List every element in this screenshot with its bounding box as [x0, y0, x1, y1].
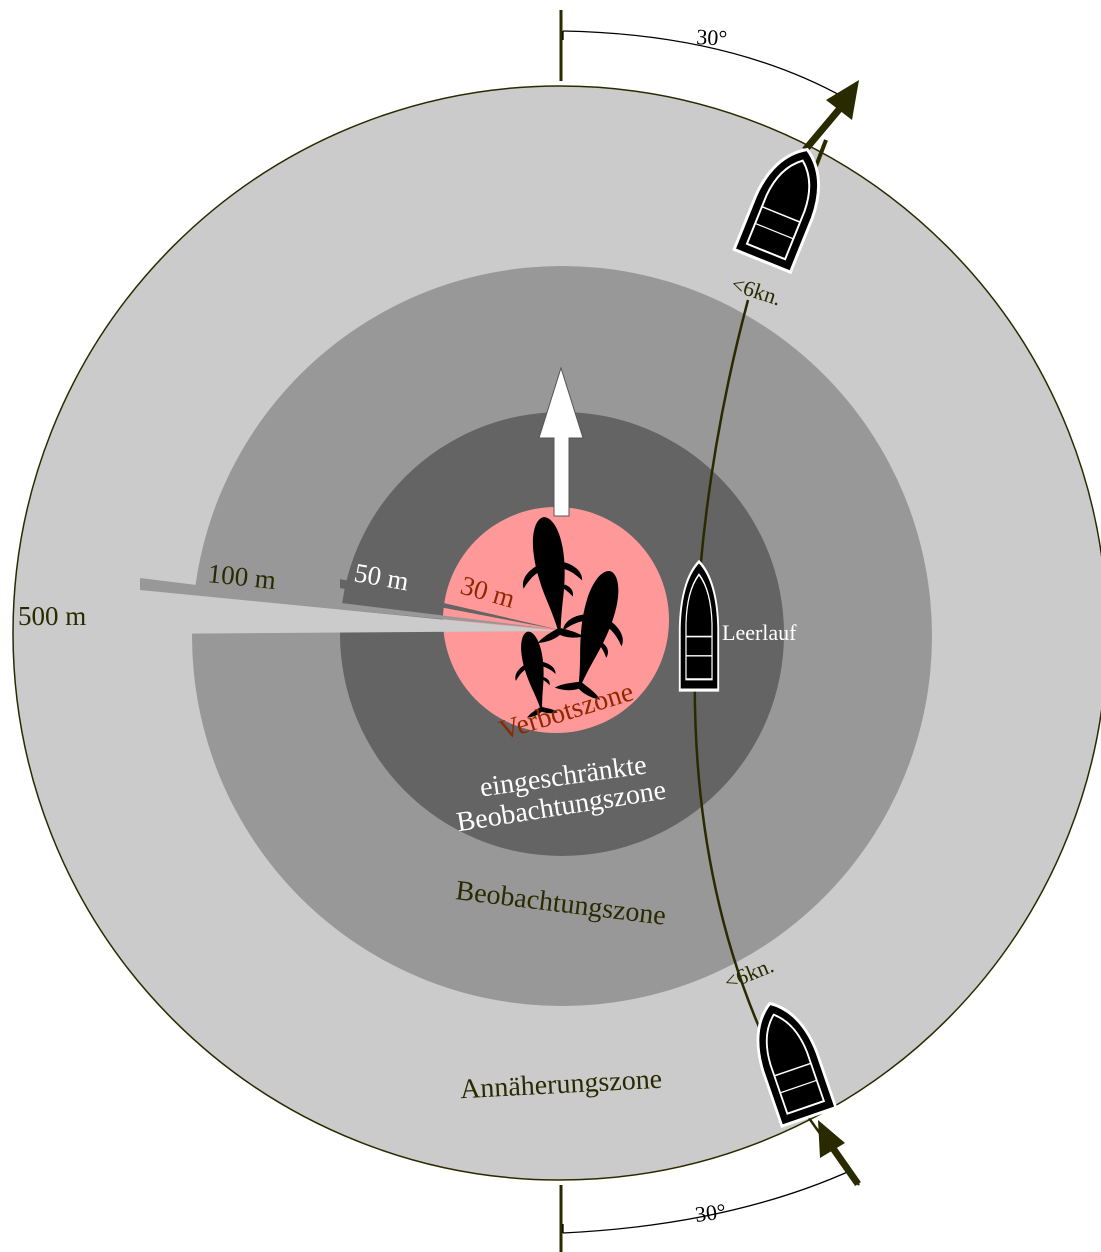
entry-arrow-shaft: [827, 1141, 861, 1187]
angle-arc-top: [562, 30, 846, 99]
label-500m: 500 m: [18, 601, 86, 631]
label-100m: 100 m: [206, 558, 277, 595]
label-angle-bottom: 30°: [694, 1198, 728, 1227]
radius-wedge-50m: [340, 579, 560, 630]
label-angle-top: 30°: [696, 24, 728, 51]
angle-arc-bottom: [562, 1169, 853, 1234]
exit-arrow-head: [826, 80, 859, 120]
radius-wedge-500m: [140, 590, 560, 634]
label-idle: Leerlauf: [722, 620, 797, 645]
radius-wedge-100m: [140, 578, 560, 630]
travel-direction-arrow: [538, 366, 584, 517]
entry-arrow-head: [818, 1120, 845, 1158]
